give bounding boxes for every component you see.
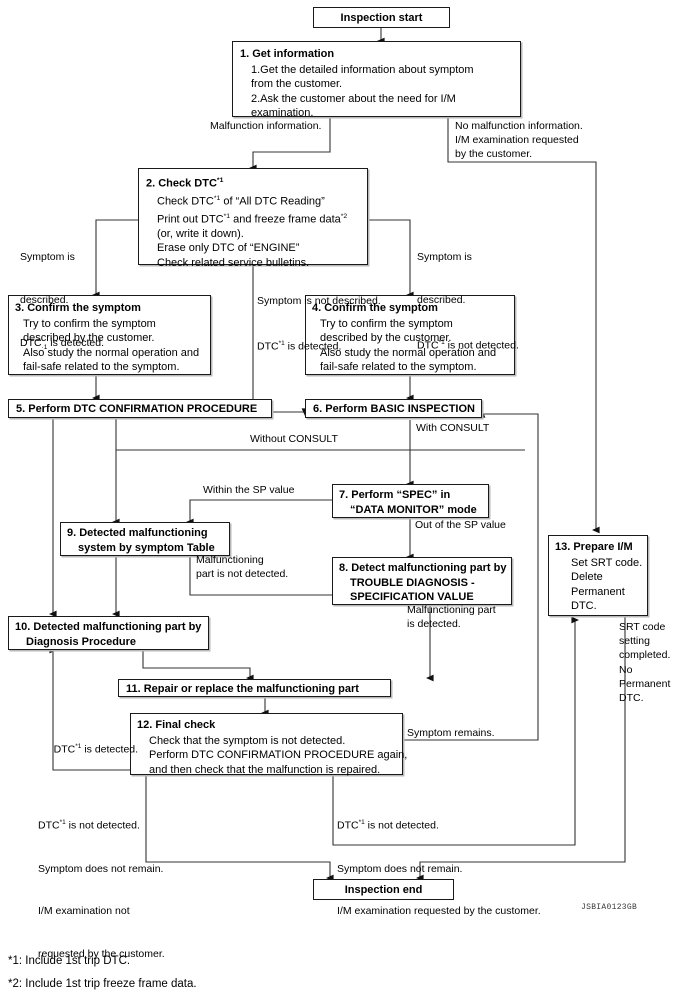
node-1-line-3: 2.Ask the customer about the need for I/… [251,92,456,105]
edge-label-sdd-line-2: described. [20,294,69,307]
node-8-title-line-3: SPECIFICATION VALUE [350,591,474,604]
node-12-final-check: 12. Final check Check that the symptom i… [130,713,408,776]
node-8-title-line-2: TROUBLE DIAGNOSIS - [350,576,475,589]
node-3-line-1: Try to confirm the symptom [23,317,156,330]
edge-label-symptom-not-described: Symptom is not described. DTC*1 is detec… [257,266,381,382]
node-2-title-sup: *1 [216,177,224,184]
edge-label-malfunction-information: Malfunction information. [210,120,322,132]
node-11-repair-or-replace: 11. Repair or replace the malfunctioning… [118,679,391,697]
edge-label-final-left-line-3: I/M examination not [38,905,130,918]
node-13-line-4: DTC. [571,600,597,613]
node-4-line-4: fail-safe related to the symptom. [320,361,477,374]
node-4-line-1: Try to confirm the symptom [320,317,453,330]
node-2-line-1: Check DTC*1 of “All DTC Reading” [157,195,325,208]
edge-label-srt-code-completed: SRT code setting completed. No Permanent… [619,621,671,705]
edge-label-sdd-line-3: DTC·1 is detected. [20,336,104,351]
edge-label-within-sp-value: Within the SP value [203,484,295,496]
edge-label-dtc-detected-from-final: DTC*1 is detected. [53,743,139,756]
node-inspection-start-title: Inspection start [340,12,423,24]
node-9-title-line-1: 9. Detected malfunctioning [67,527,208,539]
edge-label-snd-line-2: DTC*1 is detected. [257,340,342,353]
node-2-line-5: Check related service bulletins. [157,256,310,269]
footnote-1: *1: Include 1st trip DTC. [8,955,131,967]
node-7-title-line-2: “DATA MONITOR” mode [350,503,477,516]
node-9-title-line-2: system by symptom Table [78,541,215,554]
node-7-title-line-1: 7. Perform “SPEC” in [339,489,451,501]
edge-label-final-right: DTC*1 is not detected. Symptom does not … [337,788,541,947]
node-5-title: 5. Perform DTC CONFIRMATION PROCEDURE [16,403,258,415]
node-7-perform-spec: 7. Perform “SPEC” in “DATA MONITOR” mode [332,484,489,518]
node-5-dtc-confirmation-procedure: 5. Perform DTC CONFIRMATION PROCEDURE [8,399,272,418]
edge-label-part-not-detected: Malfunctioning part is not detected. [196,554,289,581]
node-13-title: 13. Prepare I/M [555,541,633,553]
edge-label-final-right-line-1: DTC*1 is not detected. [337,819,439,832]
node-2-title: 2. Check DTC*1 [139,169,367,191]
node-13-line-2: Delete [571,571,603,584]
node-10-title-line-1: 10. Detected malfunctioning part by [15,621,202,633]
edge-label-snd-line-1: Symptom is not described. [257,295,381,308]
edge-label-without-consult: Without CONSULT [250,433,338,445]
figure-code: JSBIA0123GB [581,903,638,912]
node-3-line-2: described by the customer. [23,332,155,345]
edge-label-final-left-line-1: DTC*1 is not detected. [38,819,140,832]
node-2-line-4: Erase only DTC of “ENGINE” [157,242,300,255]
edge-label-final-left-line-2: Symptom does not remain. [38,862,164,875]
node-3-line-4: fail-safe related to the symptom. [23,361,180,374]
node-4-line-3: Also study the normal operation and [320,346,497,359]
edge-label-with-consult: With CONSULT [416,422,490,434]
node-12-title: 12. Final check [137,719,216,731]
node-3-title: 3. Confirm the symptom [15,302,141,314]
node-13-line-1: Set SRT code. [571,556,643,569]
node-3-line-3: Also study the normal operation and [23,346,200,359]
node-8-detect-part-spec-value: 8. Detect malfunctioning part by TROUBLE… [332,557,512,605]
node-1-line-4: examination. [251,107,314,120]
edge-label-part-detected: Malfunctioning part is detected. [407,604,496,631]
node-inspection-end-title: Inspection end [344,884,423,896]
edge-label-sdnd-line-2: described. [417,294,466,307]
node-10-title-line-2: Diagnosis Procedure [26,635,137,648]
node-12-line-1: Check that the symptom is not detected. [149,734,346,747]
edge-label-sdnd-line-1: Symptom is [417,251,472,264]
node-1-title: 1. Get information [240,48,335,60]
edge-label-symptom-described-dtc-not-detected: Symptom is described. DTC*1 is not detec… [417,222,519,381]
node-inspection-start: Inspection start [313,7,450,28]
node-2-line-3: (or, write it down). [157,227,244,240]
node-2-line-2: Print out DTC*1 and freeze frame data*2 [157,212,348,226]
node-3-confirm-symptom: 3. Confirm the symptom Try to confirm th… [8,295,211,375]
node-2-check-dtc: 2. Check DTC*1 Check DTC*1 of “All DTC R… [138,168,368,269]
edge-label-out-of-sp-value: Out of the SP value [415,519,506,531]
node-10-detected-part-diagnosis-procedure: 10. Detected malfunctioning part by Diag… [8,616,209,650]
edge-label-symptom-remains: Symptom remains. [407,727,495,739]
node-2-title-text: 2. Check DTC [146,177,217,190]
node-1-get-information: 1. Get information 1.Get the detailed in… [232,41,521,119]
node-6-title: 6. Perform BASIC INSPECTION [313,403,475,415]
node-4-line-2: described by the customer. [320,332,452,345]
edge-label-final-right-line-3: I/M examination requested by the custome… [337,905,541,918]
edge-label-symptom-described-dtc-detected: Symptom is described. DTC·1 is detected. [20,222,104,383]
node-13-line-3: Permanent [571,585,625,598]
node-1-line-1: 1.Get the detailed information about sym… [251,63,474,76]
node-6-basic-inspection: 6. Perform BASIC INSPECTION [305,399,482,418]
edge-label-final-left-line-4: requested by the customer. [38,947,165,960]
edge-label-final-left: DTC*1 is not detected. Symptom does not … [38,788,165,989]
node-9-detected-system-symptom-table: 9. Detected malfunctioning system by sym… [60,522,230,556]
node-12-line-2: Perform DTC CONFIRMATION PROCEDURE again… [149,749,408,762]
edge-label-sdnd-line-3: DTC*1 is not detected. [417,338,519,352]
node-12-line-3: and then check that the malfunction is r… [149,763,381,776]
edge-label-final-right-line-2: Symptom does not remain. [337,862,463,875]
node-8-title-line-1: 8. Detect malfunctioning part by [339,562,507,574]
edge-label-no-malfunction-information: No malfunction information. I/M examinat… [455,120,583,161]
node-13-prepare-im: 13. Prepare I/M Set SRT code. Delete Per… [548,535,648,616]
edge-label-sdd-line-1: Symptom is [20,251,75,264]
node-1-line-2: from the customer. [251,78,343,91]
node-4-title: 4. Confirm the symptom [312,302,438,314]
node-4-confirm-symptom: 4. Confirm the symptom Try to confirm th… [305,295,515,375]
node-inspection-end: Inspection end [313,879,454,900]
node-11-title: 11. Repair or replace the malfunctioning… [126,683,359,695]
footnote-2: *2: Include 1st trip freeze frame data. [8,978,197,990]
